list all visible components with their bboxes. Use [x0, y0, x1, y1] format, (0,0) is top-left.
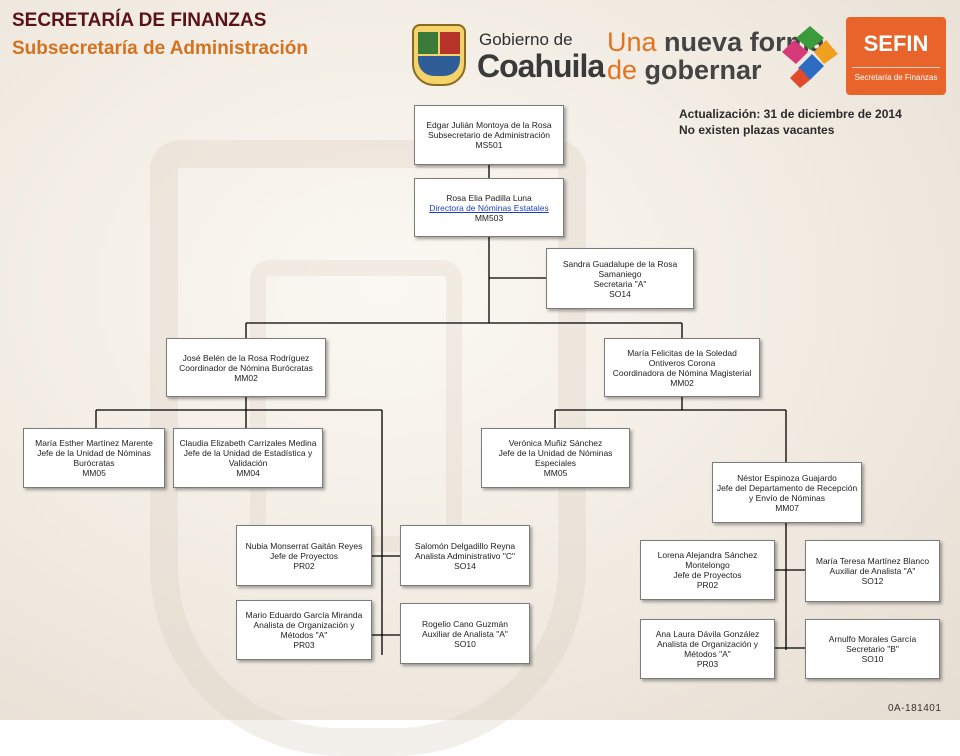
coahuila-crest-icon: [412, 24, 466, 86]
person-name: Claudia Elizabeth Carrizales Medina: [179, 438, 317, 448]
org-box-teresa: María Teresa Martínez Blanco Auxiliar de…: [805, 540, 940, 602]
person-name: Arnulfo Morales García: [828, 634, 917, 644]
position-title: Auxiliar de Analista "A": [829, 566, 916, 576]
org-box-mario: Mario Eduardo García Miranda Analista de…: [236, 600, 372, 660]
org-box-secretaria: Sandra Guadalupe de la Rosa Samaniego Se…: [546, 248, 694, 309]
position-title: Secretario "B": [846, 644, 899, 654]
org-box-jefe-departamento: Néstor Espinoza Guajardo Jefe del Depart…: [712, 462, 862, 523]
person-name: Néstor Espinoza Guajardo: [737, 472, 837, 483]
position-code: MM05: [82, 468, 106, 478]
person-name: José Belén de la Rosa Rodríguez: [182, 352, 310, 363]
org-box-salomon: Salomón Delgadillo Reyna Analista Admini…: [400, 525, 530, 586]
position-title: Analista de Organización y Métodos "A": [253, 620, 355, 640]
org-box-ana: Ana Laura Dávila González Analista de Or…: [640, 619, 775, 679]
person-name: María Felicitas de la Soledad Ontiveros …: [627, 347, 737, 368]
position-code: MM02: [234, 372, 258, 383]
org-box-directora: Rosa Elia Padilla Luna Directora de Nómi…: [414, 178, 564, 237]
gobierno-de-text: Gobierno de: [479, 30, 573, 49]
position-title: Jefe de la Unidad de Estadística y Valid…: [183, 448, 313, 468]
position-code: MM02: [670, 377, 694, 388]
position-code: SO10: [454, 638, 476, 649]
page-subtitle: Subsecretaría de Administración: [12, 38, 309, 59]
position-title: Coordinador de Nómina Burócratas: [179, 362, 313, 373]
position-code: PR02: [696, 580, 719, 590]
person-name: Lorena Alejandra Sánchez Montelongo: [657, 550, 758, 570]
org-box-jefa-nominas-burocratas: María Esther Martínez Marente Jefe de la…: [23, 428, 165, 488]
person-name: María Esther Martínez Marente: [35, 438, 153, 448]
position-code: PR02: [293, 560, 315, 571]
position-code: SO12: [861, 576, 884, 586]
org-connector-lines: [95, 165, 805, 655]
position-title: Jefe de la Unidad de Nóminas Burócratas: [37, 448, 151, 468]
person-name: Rogelio Cano Guzmán: [422, 618, 508, 629]
position-code: PR03: [293, 640, 315, 650]
org-box-coordinador-burocratas: José Belén de la Rosa Rodríguez Coordina…: [166, 338, 326, 397]
position-title: Secretaria "A": [593, 278, 647, 289]
org-box-lorena: Lorena Alejandra Sánchez Montelongo Jefe…: [640, 540, 775, 600]
person-name: Verónica Muñiz Sánchez: [508, 438, 603, 448]
person-name: Sandra Guadalupe de la Rosa Samaniego: [562, 258, 678, 279]
position-code: SO14: [454, 560, 476, 571]
sefin-logo-text: SEFIN: [863, 31, 929, 56]
position-code: MS501: [475, 140, 503, 150]
coahuila-logo-text: Coahuila: [477, 48, 605, 84]
org-box-jefa-nominas-especiales: Verónica Muñiz Sánchez Jefe de la Unidad…: [481, 428, 630, 488]
position-code: MM05: [543, 468, 568, 478]
position-title: Jefe del Departamento de Recepción y Env…: [716, 482, 858, 503]
person-name: Mario Eduardo García Miranda: [245, 610, 363, 620]
person-name: Nubia Monserrat Gaitán Reyes: [245, 540, 363, 551]
vacancy-note: No existen plazas vacantes: [679, 123, 835, 137]
position-title: Analista de Organización y Métodos "A": [656, 639, 759, 659]
position-code: SO14: [609, 288, 631, 299]
person-name: Salomón Delgadillo Reyna: [414, 540, 516, 551]
update-note: Actualización: 31 de diciembre de 2014 N…: [679, 106, 902, 138]
position-title: Subsecretario de Administración: [428, 130, 550, 140]
person-name: María Teresa Martínez Blanco: [815, 556, 930, 566]
org-box-coordinadora-magisterial: María Felicitas de la Soledad Ontiveros …: [604, 338, 760, 397]
slogan-line-2: de gobernar: [607, 55, 762, 85]
pinwheel-logo-icon: [782, 26, 838, 88]
person-name: Ana Laura Dávila González: [655, 629, 760, 639]
org-box-subsecretario: Edgar Julián Montoya de la Rosa Subsecre…: [414, 105, 564, 165]
position-title: Coordinadora de Nómina Magisterial: [612, 367, 752, 378]
page-title: SECRETARÍA DE FINANZAS: [12, 10, 267, 31]
person-name: Rosa Elia Padilla Luna: [446, 192, 532, 203]
position-title: Jefe de Proyectos: [269, 550, 339, 561]
position-title: Analista Administrativo "C": [414, 550, 516, 561]
position-title: Jefe de la Unidad de Nóminas Especiales: [498, 448, 613, 468]
document-id: 0A-181401: [888, 703, 942, 714]
org-box-arnulfo: Arnulfo Morales García Secretario "B" SO…: [805, 619, 940, 679]
position-code: PR03: [696, 659, 719, 669]
position-code: MM503: [474, 212, 504, 223]
position-code: MM04: [236, 468, 260, 478]
org-box-rogelio: Rogelio Cano Guzmán Auxiliar de Analista…: [400, 603, 530, 664]
position-title-link[interactable]: Directora de Nóminas Estatales: [429, 202, 549, 213]
person-name: Edgar Julián Montoya de la Rosa: [426, 120, 552, 130]
sefin-logo: SEFIN Secretaría de Finanzas: [846, 17, 946, 95]
org-box-jefa-estadistica: Claudia Elizabeth Carrizales Medina Jefe…: [173, 428, 323, 488]
position-title: Auxiliar de Analista "A": [422, 628, 508, 639]
update-date: Actualización: 31 de diciembre de 2014: [679, 107, 902, 121]
sefin-logo-subtitle: Secretaría de Finanzas: [854, 73, 938, 82]
position-code: MM07: [775, 502, 799, 513]
position-code: SO10: [861, 654, 884, 664]
org-box-nubia: Nubia Monserrat Gaitán Reyes Jefe de Pro…: [236, 525, 372, 586]
position-title: Jefe de Proyectos: [673, 570, 742, 580]
